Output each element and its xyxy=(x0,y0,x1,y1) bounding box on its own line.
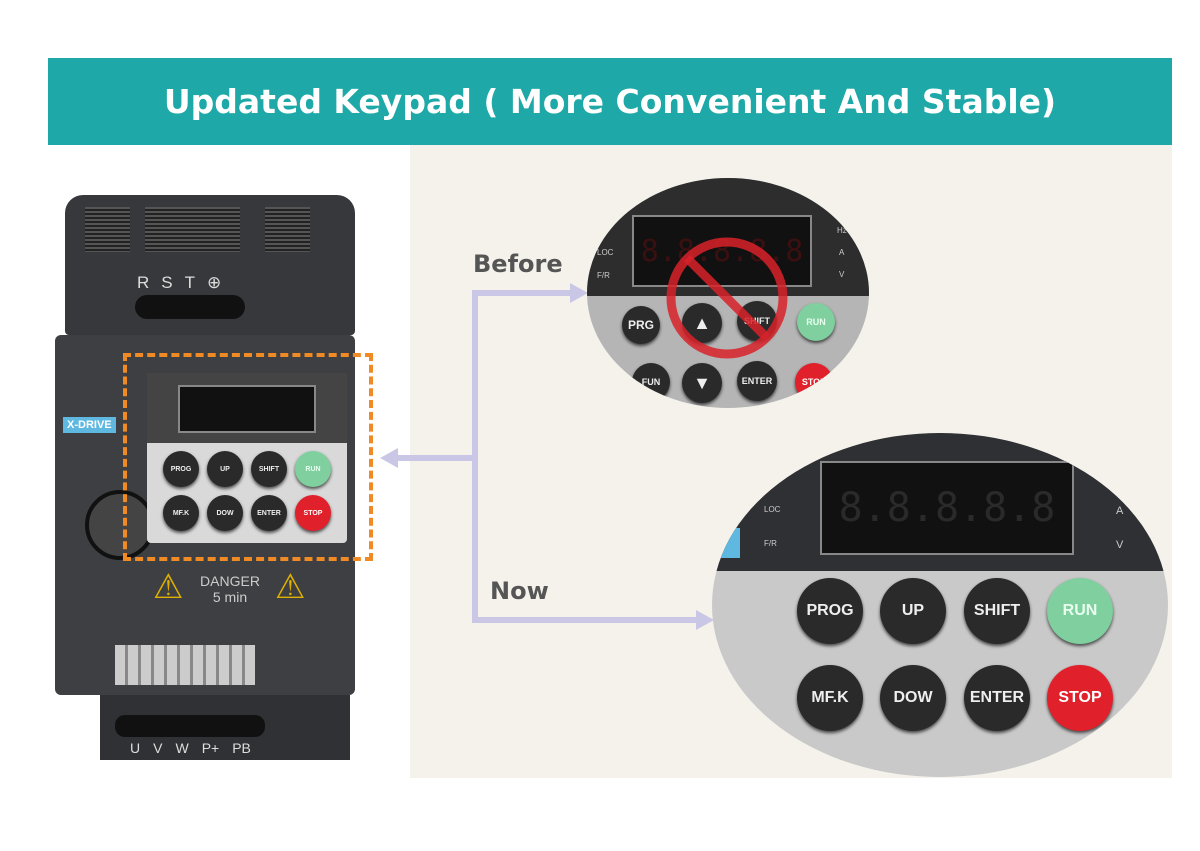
key-prog: PROG xyxy=(163,451,199,487)
arrow-left-icon xyxy=(380,448,398,468)
warning-icon: ⚠ xyxy=(275,568,306,606)
indicator-label: F/R xyxy=(597,271,610,280)
key-mfk: MF.K xyxy=(163,495,199,531)
terminal-label: S xyxy=(161,273,173,292)
key-fun: FUN xyxy=(632,363,670,401)
terminal-label: V xyxy=(153,740,163,756)
indicator-label: Hz xyxy=(837,226,847,235)
before-keypad-closeup: 8.8.8.8.8 LOC F/R Hz A V PRG ▲ SHIFT RUN… xyxy=(587,178,869,408)
indicator-label: V xyxy=(839,270,845,279)
indicator-label: LOC xyxy=(764,505,781,514)
key-down: DOW xyxy=(207,495,243,531)
indicator-label: LOC xyxy=(597,248,614,257)
terminal-label: PB xyxy=(232,740,251,756)
warning-icon: ⚠ xyxy=(153,568,184,606)
connector-line xyxy=(395,455,475,461)
connector-line xyxy=(472,292,478,622)
terminal-label: U xyxy=(130,740,141,756)
indicator-label: A xyxy=(1116,505,1124,517)
terminal-label: T xyxy=(184,273,196,292)
display: 8.8.8.8.8 xyxy=(820,461,1074,555)
key-up: UP xyxy=(880,578,946,644)
key-run: RUN xyxy=(797,303,835,341)
before-label: Before xyxy=(473,250,563,278)
key-mfk: MF.K xyxy=(797,665,863,731)
key-stop: STOP xyxy=(795,363,833,401)
key-prog: PROG xyxy=(797,578,863,644)
terminal-label: R xyxy=(137,273,150,292)
key-run: RUN xyxy=(1047,578,1113,644)
keypad-highlight-box xyxy=(123,353,373,561)
key-stop: STOP xyxy=(1047,665,1113,731)
key-shift: SHIFT xyxy=(251,451,287,487)
now-keypad-closeup: 8.8.8.8.8 RUN LOC F/R Hz A V PROG UP SHI… xyxy=(712,433,1168,777)
banner-title: Updated Keypad ( More Convenient And Sta… xyxy=(48,58,1172,145)
key-down: ▼ xyxy=(682,363,722,403)
inverter-device: R S T ⊕ X-DRIVE PROG UP SHIFT RUN MF.K D… xyxy=(55,195,373,765)
indicator-label: RUN xyxy=(764,473,782,482)
now-label: Now xyxy=(490,577,549,605)
key-up: UP xyxy=(207,451,243,487)
key-up: ▲ xyxy=(682,303,722,343)
key-prg: PRG xyxy=(622,306,660,344)
key-enter: ENTER xyxy=(251,495,287,531)
indicator-label: A xyxy=(839,248,845,257)
brand-label: X-DRIVE xyxy=(63,417,116,433)
key-stop: STOP xyxy=(295,495,331,531)
key-run: RUN xyxy=(295,451,331,487)
warning-text: DANGER xyxy=(200,573,260,589)
prohibited-icon xyxy=(666,237,788,359)
key-down: DOW xyxy=(880,665,946,731)
arrow-right-icon xyxy=(696,610,714,630)
terminal-label: P+ xyxy=(201,740,220,756)
key-enter: ENTER xyxy=(964,665,1030,731)
indicator-label: V xyxy=(1116,539,1124,551)
indicator-label: Hz xyxy=(1112,473,1122,482)
warning-time: 5 min xyxy=(212,589,248,605)
key-shift: SHIFT xyxy=(964,578,1030,644)
terminal-label: W xyxy=(175,740,189,756)
key-enter: ENTER xyxy=(737,361,777,401)
terminal-label: ⊕ xyxy=(207,273,222,292)
arrow-right-icon xyxy=(570,283,588,303)
indicator-label: F/R xyxy=(764,539,777,548)
